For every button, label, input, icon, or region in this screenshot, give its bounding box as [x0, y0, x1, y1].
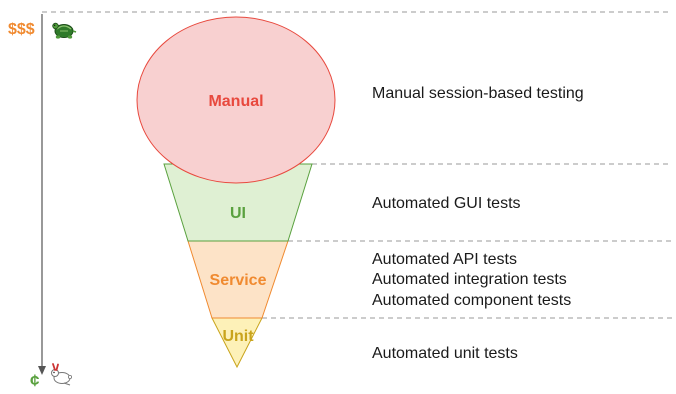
description-ui: Automated GUI tests: [372, 195, 521, 212]
layer-label-service: Service: [210, 272, 267, 289]
rabbit-icon: [51, 363, 72, 386]
layer-label-unit: Unit: [222, 328, 254, 345]
layer-label-ui: UI: [230, 205, 246, 222]
layer-label-manual: Manual: [208, 93, 263, 110]
turtle-icon: [52, 22, 77, 39]
description-service-integration: Automated integration tests: [372, 271, 567, 288]
layer-manual-shape: [136, 16, 336, 184]
description-manual: Manual session-based testing: [372, 85, 584, 102]
cost-axis-arrowhead: [38, 366, 46, 375]
axis-bottom-label: ¢: [30, 371, 40, 390]
description-service-component: Automated component tests: [372, 292, 571, 309]
description-unit: Automated unit tests: [372, 345, 518, 362]
description-service-api: Automated API tests: [372, 251, 517, 268]
axis-top-label: $$$: [8, 21, 35, 38]
